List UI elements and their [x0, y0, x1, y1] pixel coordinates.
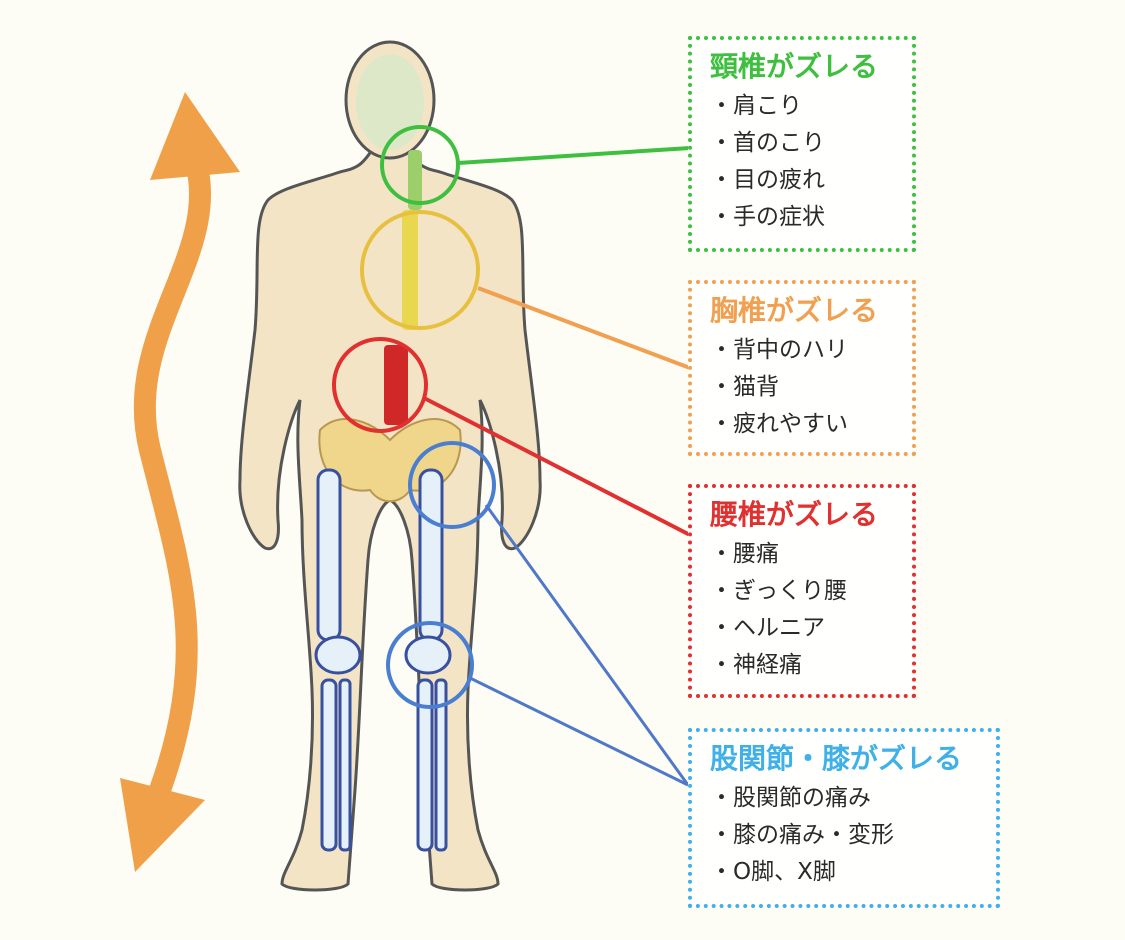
cervical-symptoms-box: 頸椎がズレる 肩こり 首のこり 目の疲れ 手の症状	[688, 36, 916, 252]
thoracic-symptom-list: 背中のハリ 猫背 疲れやすい	[710, 332, 898, 443]
thoracic-symptoms-box: 胸椎がズレる 背中のハリ 猫背 疲れやすい	[688, 280, 916, 456]
hip-connector	[484, 504, 690, 786]
cervical-title: 頸椎がズレる	[710, 50, 879, 83]
list-item: 猫背	[710, 369, 898, 406]
lumbar-connector	[423, 396, 691, 537]
list-item: 首のこり	[710, 125, 898, 162]
list-item: 膝の痛み・変形	[710, 817, 982, 854]
list-item: 股関節の痛み	[710, 780, 982, 817]
lumbar-symptom-list: 腰痛 ぎっくり腰 ヘルニア 神経痛	[710, 536, 898, 684]
lumbar-title: 腰椎がズレる	[710, 498, 879, 531]
thoracic-connector	[477, 286, 691, 370]
list-item: ぎっくり腰	[710, 573, 898, 610]
list-item: 肩こり	[710, 88, 898, 125]
list-item: 腰痛	[710, 536, 898, 573]
knee-region-circle	[386, 621, 474, 709]
skull-shading	[356, 54, 424, 150]
neck-region-circle	[380, 125, 460, 205]
hip-knee-symptoms-box: 股関節・膝がズレる 股関節の痛み 膝の痛み・変形 O脚、X脚	[688, 728, 1000, 908]
spine-icon	[384, 150, 422, 425]
hip-knee-title: 股関節・膝がズレる	[710, 742, 963, 775]
list-item: O脚、X脚	[710, 854, 982, 891]
list-item: 背中のハリ	[710, 332, 898, 369]
knee-connector	[469, 676, 689, 787]
list-item: 目の疲れ	[710, 162, 898, 199]
thoracic-region-circle	[360, 210, 480, 330]
neck-connector	[457, 146, 691, 165]
list-item: 神経痛	[710, 647, 898, 684]
hip-knee-symptom-list: 股関節の痛み 膝の痛み・変形 O脚、X脚	[710, 780, 982, 891]
lumbar-symptoms-box: 腰椎がズレる 腰痛 ぎっくり腰 ヘルニア 神経痛	[688, 484, 916, 698]
thoracic-title: 胸椎がズレる	[710, 294, 879, 327]
lumbar-region-circle	[332, 337, 428, 433]
wavy-double-arrow-icon	[120, 92, 240, 872]
leg-bones	[314, 468, 452, 852]
list-item: ヘルニア	[710, 610, 898, 647]
list-item: 疲れやすい	[710, 406, 898, 443]
cervical-symptom-list: 肩こり 首のこり 目の疲れ 手の症状	[710, 88, 898, 236]
list-item: 手の症状	[710, 199, 898, 236]
hip-region-circle	[408, 441, 496, 529]
